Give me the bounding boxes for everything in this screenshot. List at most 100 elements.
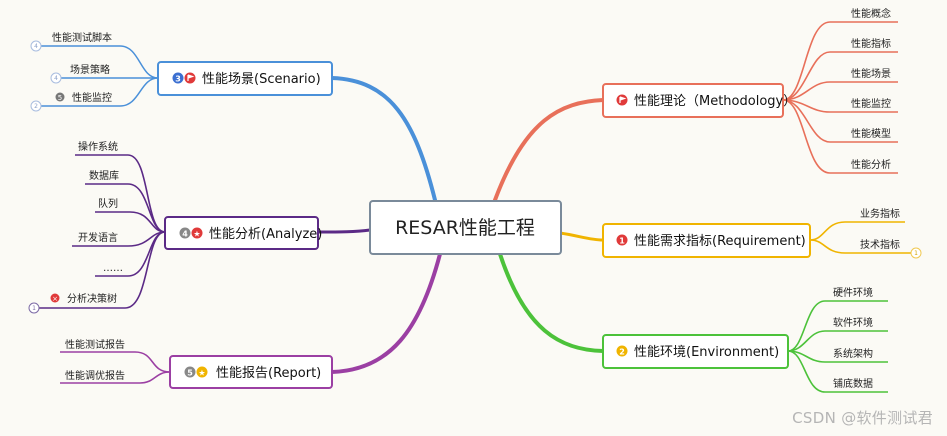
environment-leaf-3[interactable]: 系统架构 (833, 347, 873, 360)
requirement-link-2 (809, 239, 912, 254)
analyze-leaf-2[interactable]: 数据库 (89, 169, 119, 182)
analyze-leaf-4[interactable]: 开发语言 (78, 231, 118, 244)
scenario-link-3 (40, 77, 159, 107)
connector-environment (498, 252, 605, 353)
methodology-leaf-4[interactable]: 性能监控 (851, 97, 891, 110)
requirement-leaf-1[interactable]: 业务指标 (860, 207, 900, 220)
flag-icon (184, 72, 196, 84)
analyze-leaf-5[interactable]: …… (103, 263, 123, 274)
methodology-leaf-6[interactable]: 性能分析 (851, 158, 891, 171)
analyze-leaf-6[interactable]: 分析决策树 (67, 292, 117, 305)
requirement-leaf-2[interactable]: 技术指标 (860, 238, 900, 251)
methodology-leaf-1[interactable]: 性能概念 (851, 7, 891, 20)
svg-text:2: 2 (34, 103, 38, 110)
svg-text:1: 1 (619, 237, 625, 246)
svg-text:★: ★ (193, 230, 200, 239)
methodology-link-3 (782, 81, 898, 101)
priority-5-icon (184, 366, 196, 378)
svg-text:5: 5 (58, 94, 62, 102)
collapse-marker-icon[interactable] (30, 100, 42, 112)
scenario-leaf-1[interactable]: 性能测试脚本 (52, 31, 112, 44)
svg-text:1: 1 (914, 250, 918, 257)
branch-requirement: 1 性能需求指标(Requirement) 业务指标 技术指标 1 (602, 207, 922, 259)
methodology-leaf-5[interactable]: 性能模型 (851, 127, 891, 140)
requirement-label: 性能需求指标(Requirement) (634, 234, 806, 249)
report-leaf-2[interactable]: 性能调优报告 (65, 369, 125, 382)
environment-link-4 (787, 350, 888, 393)
star-icon (191, 227, 203, 239)
center-node[interactable]: RESAR性能工程 (369, 200, 562, 255)
environment-leaf-1[interactable]: 硬件环境 (833, 286, 873, 299)
methodology-link-5 (782, 99, 898, 143)
collapse-marker-icon[interactable] (50, 72, 62, 84)
methodology-link-2 (782, 51, 898, 101)
scenario-link-1 (40, 45, 159, 79)
priority-1-icon (616, 234, 628, 246)
collapse-marker-icon[interactable] (30, 40, 42, 52)
branch-environment: 2 性能环境(Environment) 硬件环境 软件环境 系统架构 铺底数据 (602, 286, 888, 393)
environment-link-1 (787, 300, 888, 352)
report-label: 性能报告(Report) (216, 366, 321, 381)
flag-icon (616, 94, 628, 106)
watermark: CSDN @软件测试君 (792, 409, 933, 427)
analyze-link-2 (85, 183, 166, 233)
scenario-node[interactable]: 3 性能场景(Scenario) (157, 61, 333, 96)
environment-node[interactable]: 2 性能环境(Environment) (602, 334, 789, 369)
requirement-node[interactable]: 1 性能需求指标(Requirement) (602, 223, 811, 258)
methodology-leaf-2[interactable]: 性能指标 (851, 37, 891, 50)
analyze-node[interactable]: 4 ★ 性能分析(Analyze) (164, 216, 322, 250)
connector-methodology (493, 98, 605, 202)
center-title: RESAR性能工程 (395, 217, 535, 239)
branch-scenario: 3 性能场景(Scenario) 性能测试脚本 场景策略 5 性能监控 4 4 2 (30, 31, 333, 112)
svg-text:4: 4 (182, 230, 188, 239)
branch-methodology: 性能理论（Methodology） 性能概念 性能指标 性能场景 性能监控 性能… (602, 7, 898, 174)
environment-leaf-2[interactable]: 软件环境 (833, 316, 873, 329)
svg-text:2: 2 (619, 348, 625, 357)
report-link-1 (60, 351, 171, 373)
methodology-link-1 (782, 21, 898, 101)
connector-requirement (558, 231, 605, 242)
priority-3-icon (172, 72, 184, 84)
requirement-link-1 (809, 221, 905, 241)
svg-text:4: 4 (54, 75, 58, 82)
methodology-leaf-3[interactable]: 性能场景 (851, 67, 891, 80)
analyze-leaf-3[interactable]: 队列 (98, 197, 118, 210)
priority-5-icon (55, 92, 65, 102)
svg-text:×: × (52, 295, 58, 303)
branch-report: 5 ★ 性能报告(Report) 性能测试报告 性能调优报告 (60, 338, 333, 389)
priority-4-icon (179, 227, 191, 239)
connector-report (330, 252, 442, 374)
report-link-2 (60, 371, 171, 384)
close-icon (50, 293, 60, 303)
report-node[interactable]: 5 ★ 性能报告(Report) (169, 355, 333, 389)
svg-text:★: ★ (198, 369, 205, 378)
methodology-label: 性能理论（Methodology） (634, 94, 796, 109)
analyze-link-6 (35, 231, 166, 309)
svg-text:5: 5 (187, 369, 193, 378)
svg-text:1: 1 (32, 305, 36, 312)
analyze-link-1 (75, 154, 166, 233)
star-icon (196, 366, 208, 378)
connector-scenario (330, 76, 437, 202)
center-connectors (316, 76, 605, 374)
scenario-leaf-2[interactable]: 场景策略 (70, 63, 110, 76)
environment-link-2 (787, 330, 888, 352)
environment-label: 性能环境(Environment) (634, 345, 779, 360)
analyze-label: 性能分析(Analyze) (209, 227, 322, 242)
scenario-leaf-3[interactable]: 性能监控 (72, 91, 112, 104)
svg-text:3: 3 (175, 75, 181, 84)
analyze-leaf-1[interactable]: 操作系统 (78, 140, 118, 153)
collapse-marker-icon[interactable] (910, 247, 922, 259)
svg-text:4: 4 (34, 43, 38, 50)
methodology-link-6 (782, 99, 898, 174)
methodology-node[interactable]: 性能理论（Methodology） (602, 83, 796, 118)
connector-analyze (316, 228, 372, 234)
analyze-link-3 (95, 211, 166, 233)
priority-2-icon (616, 345, 628, 357)
branch-analyze: 4 ★ 性能分析(Analyze) 操作系统 数据库 队列 开发语言 …… × … (28, 140, 322, 314)
scenario-label: 性能场景(Scenario) (202, 72, 321, 87)
report-leaf-1[interactable]: 性能测试报告 (65, 338, 125, 351)
environment-leaf-4[interactable]: 铺底数据 (833, 377, 873, 390)
collapse-marker-icon[interactable] (28, 302, 40, 314)
